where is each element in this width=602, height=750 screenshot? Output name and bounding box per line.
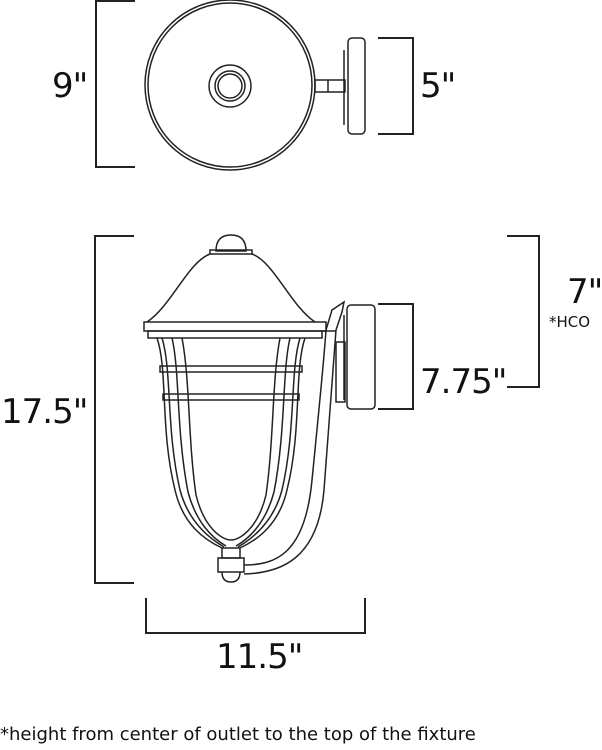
- top-view: [95, 0, 414, 171]
- glass: [181, 337, 281, 541]
- footnote: *height from center of outlet to the top…: [0, 724, 476, 745]
- shade-top-circle: [144, 0, 316, 171]
- finial-top: [208, 64, 252, 108]
- height-bracket: [94, 235, 134, 584]
- hco-note: *HCO: [549, 313, 591, 331]
- lamp-shade: [146, 253, 316, 323]
- front-view: [94, 234, 540, 634]
- backplate-side: [346, 304, 376, 410]
- backplate-width-bracket: [378, 37, 414, 135]
- backplate-width-label: 5": [420, 66, 456, 106]
- backplate-top: [347, 37, 366, 135]
- hco-bracket: [507, 235, 540, 388]
- height-label: 17.5": [1, 392, 88, 432]
- depth-bracket: [95, 0, 135, 168]
- wall-arm: [243, 300, 346, 575]
- backplate-height-label: 7.75": [420, 362, 507, 402]
- backplate-height-bracket: [378, 303, 414, 410]
- width-label: 11.5": [216, 637, 303, 677]
- width-bracket: [145, 598, 366, 634]
- hco-label: 7": [567, 272, 602, 312]
- depth-label: 9": [52, 66, 88, 106]
